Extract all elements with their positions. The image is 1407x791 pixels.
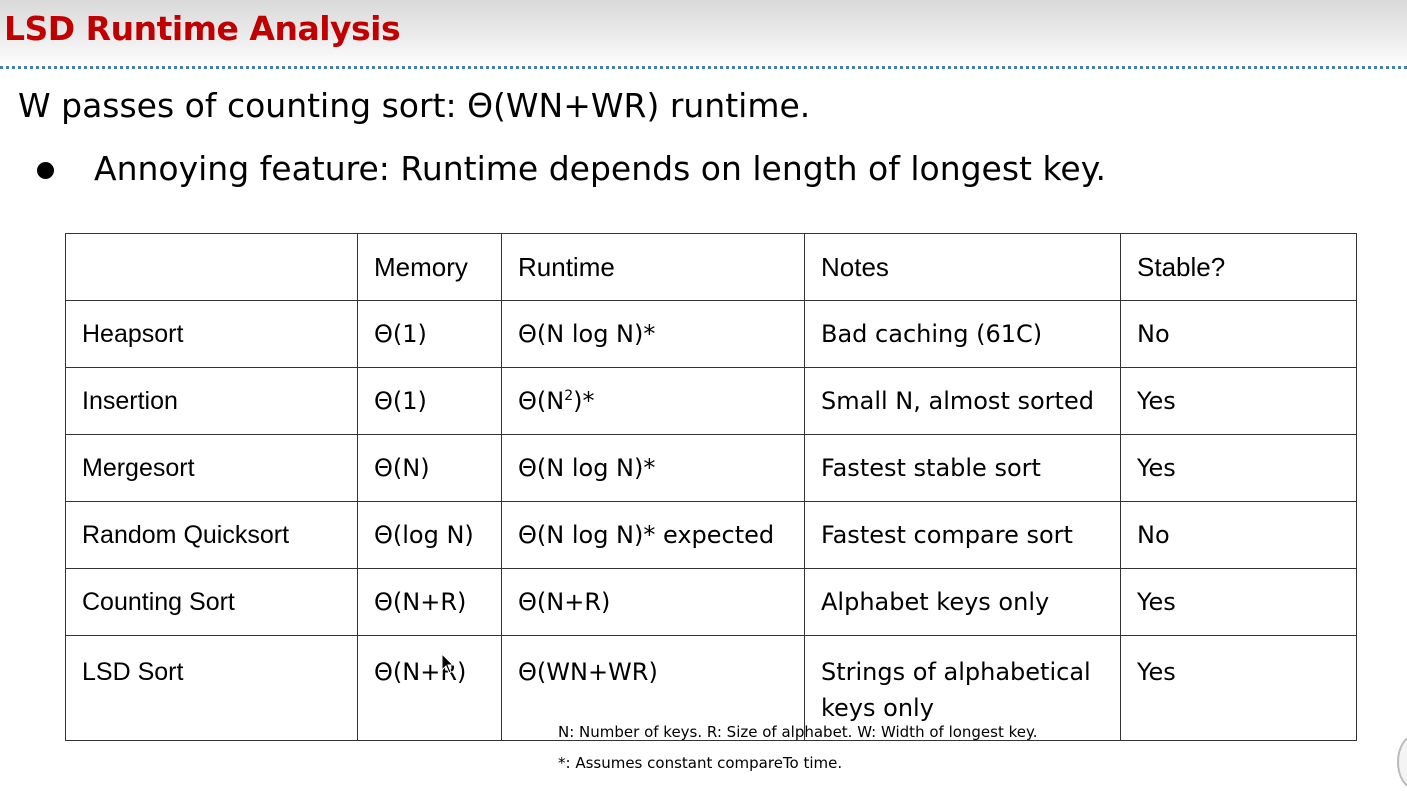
algorithm-name: Random Quicksort xyxy=(65,501,358,569)
sort-comparison-table: Memory Runtime Notes Stable? Heapsort Θ(… xyxy=(65,233,1357,741)
stable-cell: Yes xyxy=(1120,434,1357,502)
memory-cell: Θ(N+R) xyxy=(357,635,502,741)
header-cell-memory: Memory xyxy=(357,233,502,301)
title-bar xyxy=(0,0,1407,68)
table-header-row: Memory Runtime Notes Stable? xyxy=(65,233,1357,301)
footnote-asterisk: *: Assumes constant compareTo time. xyxy=(558,754,843,772)
header-cell xyxy=(65,233,358,301)
stable-cell: Yes xyxy=(1120,635,1357,741)
bullet-icon xyxy=(37,162,54,179)
stable-cell: No xyxy=(1120,300,1357,368)
notes-cell: Bad caching (61C) xyxy=(804,300,1121,368)
slide-title: LSD Runtime Analysis xyxy=(4,9,401,48)
header-cell-notes: Notes xyxy=(804,233,1121,301)
memory-cell: Θ(N+R) xyxy=(357,568,502,636)
table-row: Heapsort Θ(1) Θ(N log N)* Bad caching (6… xyxy=(65,300,1357,368)
runtime-cell: Θ(WN+WR) xyxy=(501,635,805,741)
runtime-cell: Θ(N2)* xyxy=(501,367,805,435)
mouse-pointer-icon xyxy=(441,653,455,674)
bullet-text: Annoying feature: Runtime depends on len… xyxy=(94,149,1107,188)
algorithm-name: Mergesort xyxy=(65,434,358,502)
stable-cell: No xyxy=(1120,501,1357,569)
runtime-cell: Θ(N log N)* xyxy=(501,300,805,368)
notes-cell: Alphabet keys only xyxy=(804,568,1121,636)
notes-cell: Fastest compare sort xyxy=(804,501,1121,569)
table-row: LSD Sort Θ(N+R) Θ(WN+WR) Strings of alph… xyxy=(65,635,1357,741)
title-divider xyxy=(0,66,1407,69)
memory-cell: Θ(1) xyxy=(357,300,502,368)
edge-control[interactable] xyxy=(1397,735,1407,789)
table-row: Random Quicksort Θ(log N) Θ(N log N)* ex… xyxy=(65,501,1357,569)
notes-cell: Fastest stable sort xyxy=(804,434,1121,502)
header-cell-stable: Stable? xyxy=(1120,233,1357,301)
runtime-cell: Θ(N log N)* expected xyxy=(501,501,805,569)
runtime-cell: Θ(N log N)* xyxy=(501,434,805,502)
stable-cell: Yes xyxy=(1120,367,1357,435)
notes-cell: Strings of alphabetical keys only xyxy=(804,635,1121,741)
algorithm-name: Counting Sort xyxy=(65,568,358,636)
stable-cell: Yes xyxy=(1120,568,1357,636)
memory-cell: Θ(N) xyxy=(357,434,502,502)
memory-cell: Θ(log N) xyxy=(357,501,502,569)
table-row: Insertion Θ(1) Θ(N2)* Small N, almost so… xyxy=(65,367,1357,435)
table-row: Mergesort Θ(N) Θ(N log N)* Fastest stabl… xyxy=(65,434,1357,502)
footnote-legend: N: Number of keys. R: Size of alphabet. … xyxy=(558,723,1038,741)
memory-cell: Θ(1) xyxy=(357,367,502,435)
algorithm-name: LSD Sort xyxy=(65,635,358,741)
algorithm-name: Insertion xyxy=(65,367,358,435)
table-row: Counting Sort Θ(N+R) Θ(N+R) Alphabet key… xyxy=(65,568,1357,636)
runtime-statement: W passes of counting sort: Θ(WN+WR) runt… xyxy=(18,86,811,125)
notes-cell: Small N, almost sorted xyxy=(804,367,1121,435)
header-cell-runtime: Runtime xyxy=(501,233,805,301)
algorithm-name: Heapsort xyxy=(65,300,358,368)
runtime-cell: Θ(N+R) xyxy=(501,568,805,636)
